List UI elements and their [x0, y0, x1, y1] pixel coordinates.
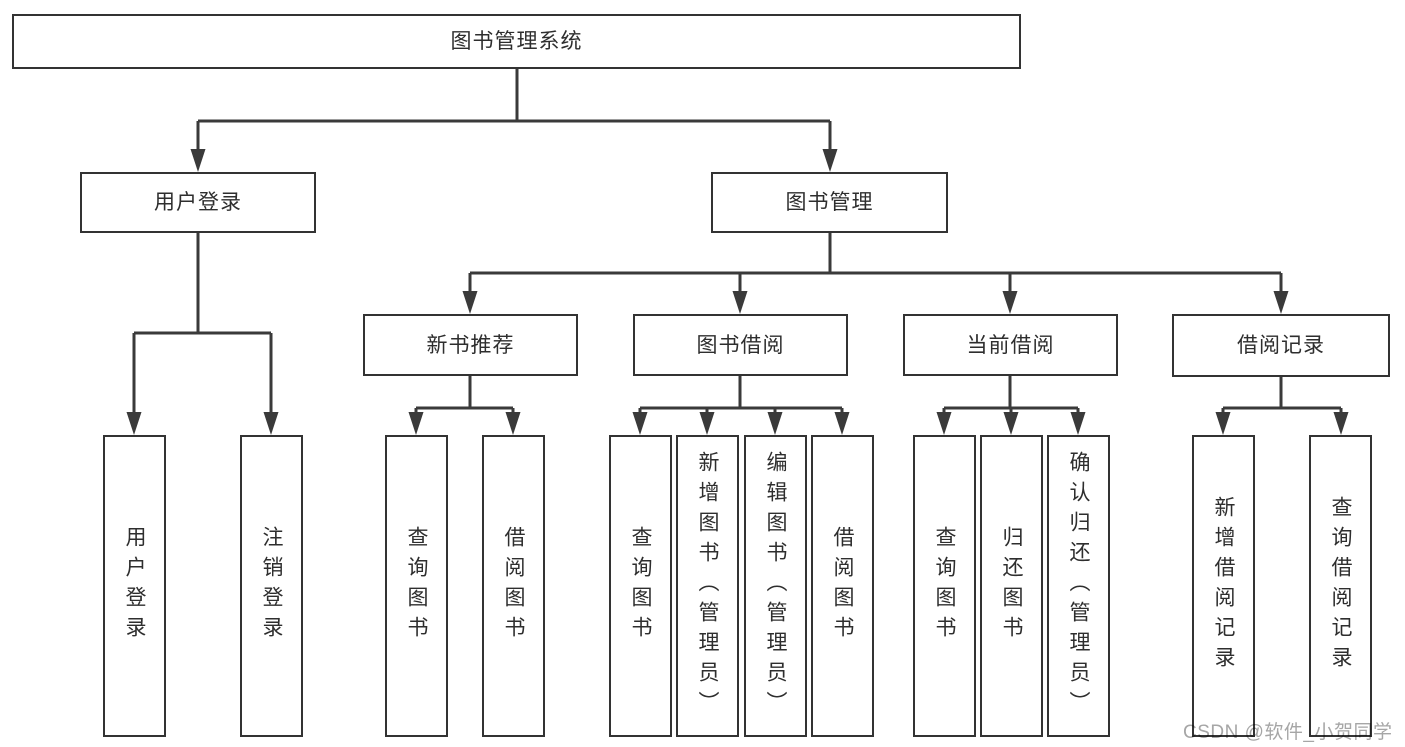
connector-new-book-branch: [408, 376, 521, 435]
connector-borrow-records-branch: [1215, 377, 1349, 435]
connector-current-borrow-branch: [936, 376, 1086, 435]
leaf-user-login: 用户登录: [103, 435, 166, 737]
leaf-borrow-books: 借阅图书: [811, 435, 874, 737]
node-user-login: 用户登录: [80, 172, 316, 233]
leaf-return-books: 归还图书: [980, 435, 1043, 737]
leaf-query-books-recommend: 查询图书: [385, 435, 448, 737]
connector-user-login-branch: [126, 233, 279, 435]
connector-root-to-level2: [190, 69, 838, 172]
leaf-edit-books-admin: 编辑图书（管理员）: [744, 435, 807, 737]
connector-book-mgmt-branch: [462, 233, 1289, 314]
leaf-add-borrow-record: 新增借阅记录: [1192, 435, 1255, 737]
leaf-add-books-admin: 新增图书（管理员）: [676, 435, 739, 737]
leaf-borrow-books-recommend: 借阅图书: [482, 435, 545, 737]
node-book-borrowing: 图书借阅: [633, 314, 848, 376]
node-borrowing-records: 借阅记录: [1172, 314, 1390, 377]
node-new-book-recommend: 新书推荐: [363, 314, 578, 376]
node-current-borrowing: 当前借阅: [903, 314, 1118, 376]
leaf-logout: 注销登录: [240, 435, 303, 737]
leaf-query-books-current: 查询图书: [913, 435, 976, 737]
node-library-management-system: 图书管理系统: [12, 14, 1021, 69]
csdn-watermark: CSDN @软件_小贺同学: [1183, 722, 1393, 743]
node-book-management: 图书管理: [711, 172, 948, 233]
leaf-query-books-borrow: 查询图书: [609, 435, 672, 737]
leaf-confirm-return-admin: 确认归还（管理员）: [1047, 435, 1110, 737]
leaf-query-borrow-record: 查询借阅记录: [1309, 435, 1372, 737]
connector-book-borrow-branch: [632, 376, 850, 435]
